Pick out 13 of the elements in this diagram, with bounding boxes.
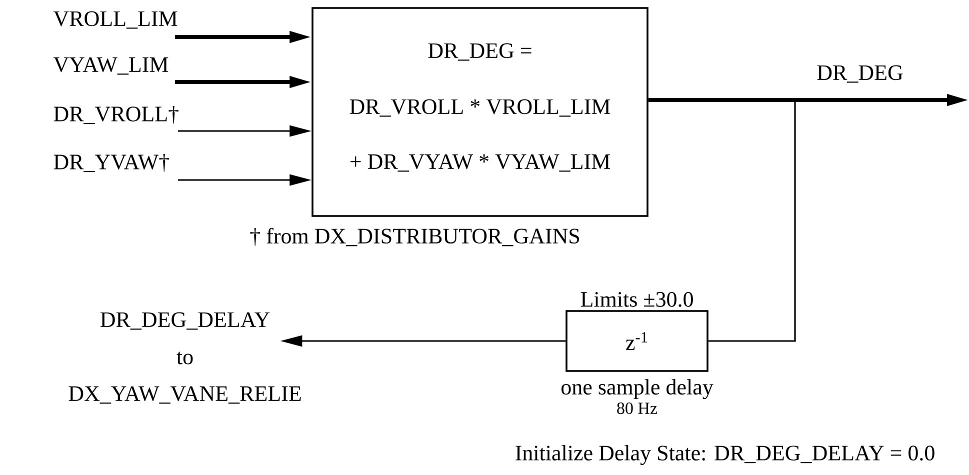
note: Initialize Delay State: DR_DEG_DELAY = 0.0	[516, 445, 934, 466]
signal-label: VYAW_LIM	[53, 57, 168, 75]
block-box: DR_DEG = DR_VROLL * VROLL_LIM + DR_VYAW * VYAW_LIM	[312, 7, 648, 217]
edge-label: DR_DEG	[817, 65, 903, 83]
signal-label: VROLL_LIM	[53, 11, 178, 29]
node-label: Limits ±30.0	[580, 292, 693, 307]
node-label: one sample delay	[561, 379, 714, 400]
block-box: z$^{-1}$	[566, 310, 708, 372]
signal-label: DR_DEG_DELAY to DX_YAW_VANE_RELIE	[68, 312, 301, 404]
signal-label: DR_VROLL†	[54, 106, 178, 124]
node-label: † from DX_DISTRIBUTOR_GAINS	[250, 228, 580, 246]
signal-label: DR_YVAW†	[54, 154, 169, 172]
node-label: 80 Hz	[617, 402, 658, 414]
